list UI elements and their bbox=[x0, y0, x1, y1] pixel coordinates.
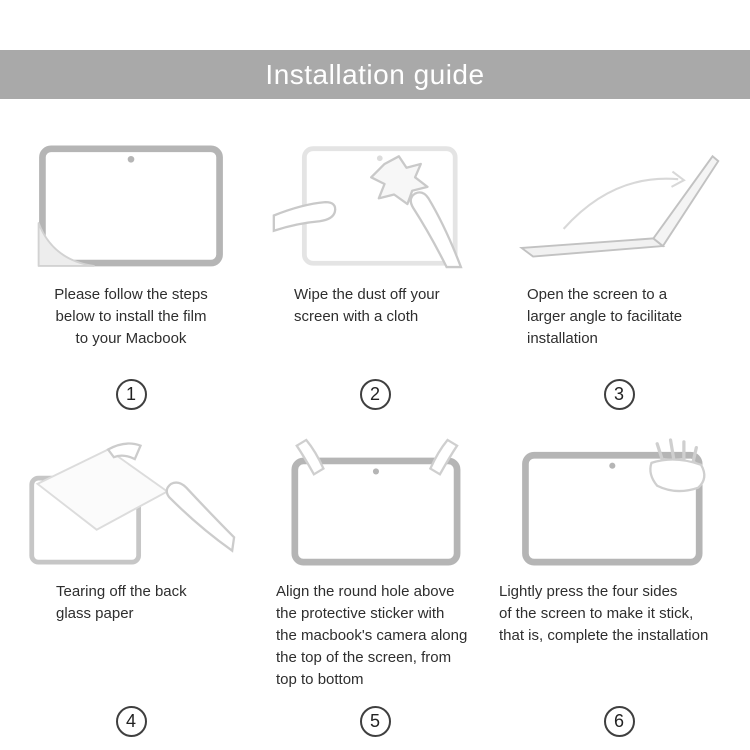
camera-dot bbox=[376, 155, 383, 162]
step-card-5: Align the round hole above the protectiv… bbox=[253, 430, 497, 743]
number-wrap: 6 bbox=[603, 699, 635, 743]
laptop-base-shape bbox=[519, 237, 666, 258]
caption-box: Open the screen to a larger angle to fac… bbox=[497, 284, 741, 372]
number-wrap: 4 bbox=[115, 699, 147, 743]
press-sides-illustration bbox=[497, 430, 741, 568]
right-arm-shape bbox=[409, 191, 463, 269]
step-card-3: Open the screen to a larger angle to fac… bbox=[497, 133, 741, 416]
caption-box: Wipe the dust off your screen with a clo… bbox=[253, 284, 497, 372]
number-wrap: 1 bbox=[115, 372, 147, 416]
tear-paper-illustration bbox=[9, 430, 253, 568]
number-wrap: 3 bbox=[603, 372, 635, 416]
step-number-badge: 5 bbox=[359, 705, 391, 737]
step-caption: Align the round hole above the protectiv… bbox=[276, 583, 468, 688]
tearing-back-paper-illustration bbox=[29, 442, 236, 565]
steps-grid-row1: Please follow the steps below to install… bbox=[0, 133, 750, 416]
caption-box: Lightly press the four sides of the scre… bbox=[497, 581, 741, 699]
step-number-badge: 4 bbox=[115, 705, 147, 737]
header-banner: Installation guide bbox=[0, 50, 750, 99]
upper-hand-shape bbox=[106, 442, 143, 461]
film-peel-illustration bbox=[9, 133, 253, 271]
step-number-badge: 1 bbox=[115, 378, 147, 410]
pressing-screen-illustration bbox=[522, 438, 706, 566]
step-number-badge: 6 bbox=[603, 705, 635, 737]
align-camera-illustration bbox=[253, 430, 497, 568]
step-card-2: Wipe the dust off your screen with a clo… bbox=[253, 133, 497, 416]
step-number-badge: 2 bbox=[359, 378, 391, 410]
cloth-shape bbox=[370, 155, 429, 206]
macbook-screen-film-peel-illustration bbox=[37, 145, 223, 267]
step-caption: Lightly press the four sides of the scre… bbox=[499, 583, 709, 644]
hands-wiping-screen-illustration bbox=[272, 146, 463, 269]
laptop-screen-shape bbox=[652, 154, 720, 248]
camera-dot bbox=[609, 462, 616, 469]
left-hand-shape bbox=[295, 438, 325, 476]
number-wrap: 2 bbox=[359, 372, 391, 416]
step-caption: Tearing off the back glass paper bbox=[56, 583, 187, 622]
page-title: Installation guide bbox=[265, 58, 485, 90]
right-hand-shape bbox=[428, 438, 459, 476]
step-caption: Open the screen to a larger angle to fac… bbox=[527, 286, 683, 347]
step-card-1: Please follow the steps below to install… bbox=[9, 133, 253, 416]
step-card-6: Lightly press the four sides of the scre… bbox=[497, 430, 741, 743]
step-caption: Wipe the dust off your screen with a clo… bbox=[294, 286, 440, 325]
pressing-palm-shape bbox=[649, 458, 706, 493]
pulling-arm-shape bbox=[165, 481, 236, 553]
open-direction-arrow bbox=[562, 177, 679, 230]
camera-dot bbox=[372, 468, 380, 475]
caption-box: Please follow the steps below to install… bbox=[9, 284, 253, 372]
aligning-film-illustration bbox=[291, 438, 461, 566]
caption-box: Tearing off the back glass paper bbox=[9, 581, 253, 699]
caption-box: Align the round hole above the protectiv… bbox=[253, 581, 497, 699]
laptop-wide-angle-illustration bbox=[519, 154, 720, 258]
wipe-cloth-illustration bbox=[253, 133, 497, 271]
steps-grid-row2: Tearing off the back glass paper 4 Align… bbox=[0, 430, 750, 743]
step-caption: Please follow the steps below to install… bbox=[54, 286, 208, 347]
step-card-4: Tearing off the back glass paper 4 bbox=[9, 430, 253, 743]
left-hand-shape bbox=[272, 200, 337, 233]
open-laptop-illustration bbox=[497, 133, 741, 271]
camera-dot bbox=[127, 155, 135, 163]
number-wrap: 5 bbox=[359, 699, 391, 743]
step-number-badge: 3 bbox=[603, 378, 635, 410]
